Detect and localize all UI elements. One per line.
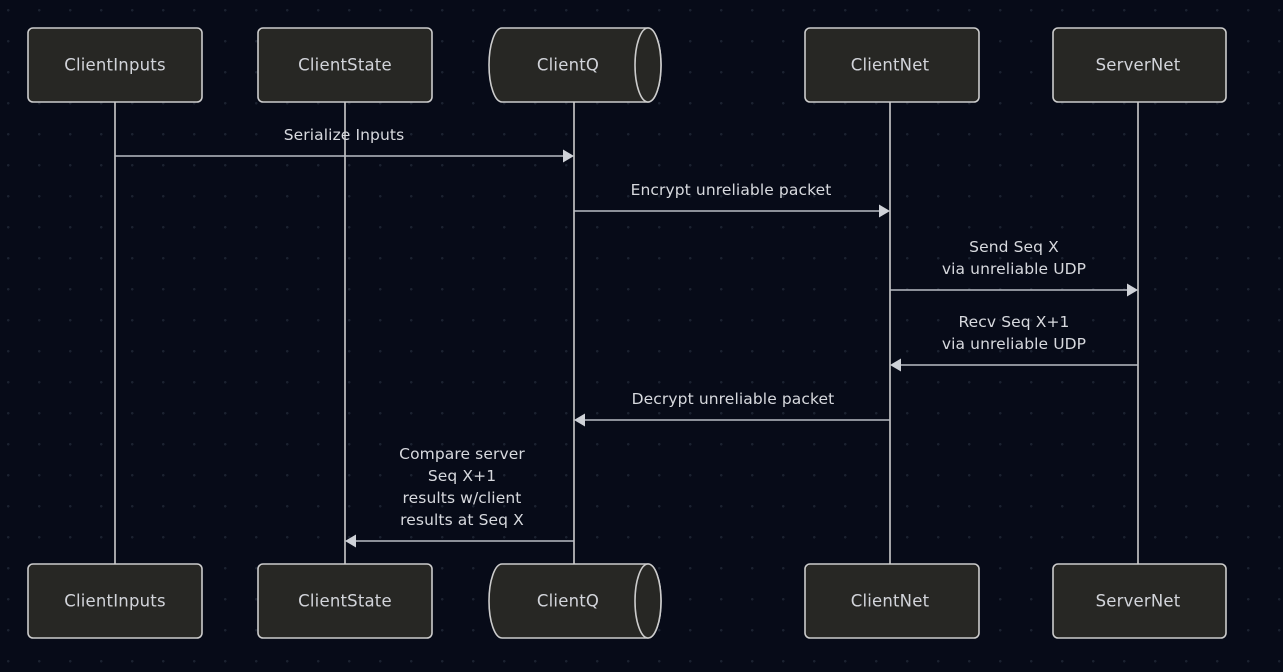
actor-label-clientnet: ClientNet — [851, 56, 930, 75]
message-encrypt-unreliable-packet[interactable]: Encrypt unreliable packet — [574, 181, 890, 218]
actor-cylinder-cap — [634, 563, 662, 639]
actor-label-servernet: ServerNet — [1096, 56, 1181, 75]
actor-clientnet-bottom[interactable]: ClientNet — [804, 563, 980, 639]
actor-label-servernet: ServerNet — [1096, 592, 1181, 611]
actor-label-clientq: ClientQ — [537, 592, 599, 611]
actor-shape-rect — [1052, 27, 1227, 103]
actor-servernet-top[interactable]: ServerNet — [1052, 27, 1227, 103]
actor-label-clientinputs: ClientInputs — [64, 592, 166, 611]
actor-label-clientstate: ClientState — [298, 56, 392, 75]
message-label-line: Encrypt unreliable packet — [631, 181, 832, 199]
message-arrowhead — [890, 358, 901, 372]
actor-clientq-bottom[interactable]: ClientQ — [488, 563, 662, 639]
message-arrowhead — [345, 534, 356, 548]
actor-shape-rect — [804, 27, 980, 103]
message-arrowhead — [879, 204, 890, 218]
message-serialize-inputs[interactable]: Serialize Inputs — [115, 126, 574, 163]
actor-label-clientstate: ClientState — [298, 592, 392, 611]
message-arrowhead — [574, 413, 585, 427]
message-label-line: Seq X+1 — [428, 467, 496, 485]
actor-clientinputs-bottom[interactable]: ClientInputs — [27, 563, 203, 639]
actor-shape-rect — [27, 563, 203, 639]
message-label-line: via unreliable UDP — [942, 335, 1086, 353]
message-label-line: via unreliable UDP — [942, 260, 1086, 278]
actor-clientinputs-top[interactable]: ClientInputs — [27, 27, 203, 103]
message-label-line: results w/client — [403, 489, 522, 507]
message-label-line: Recv Seq X+1 — [958, 313, 1069, 331]
actor-clientstate-bottom[interactable]: ClientState — [257, 563, 433, 639]
message-label-line: Send Seq X — [969, 238, 1059, 256]
actor-shape-rect — [257, 27, 433, 103]
actor-shape-rect — [804, 563, 980, 639]
actor-shape-rect — [27, 27, 203, 103]
message-label-line: results at Seq X — [400, 511, 524, 529]
actor-clientstate-top[interactable]: ClientState — [257, 27, 433, 103]
message-label-line: Serialize Inputs — [284, 126, 405, 144]
actor-label-clientq: ClientQ — [537, 56, 599, 75]
message-arrowhead — [563, 149, 574, 163]
message-arrowhead — [1127, 283, 1138, 297]
actor-label-clientnet: ClientNet — [851, 592, 930, 611]
actor-shape-rect — [1052, 563, 1227, 639]
actor-servernet-bottom[interactable]: ServerNet — [1052, 563, 1227, 639]
actor-cylinder-cap — [634, 27, 662, 103]
message-decrypt-unreliable-packet[interactable]: Decrypt unreliable packet — [574, 390, 890, 427]
message-label-line: Decrypt unreliable packet — [632, 390, 835, 408]
actor-label-clientinputs: ClientInputs — [64, 56, 166, 75]
message-send-seq-x[interactable]: Send Seq X via unreliable UDP — [890, 238, 1138, 297]
actor-shape-rect — [257, 563, 433, 639]
message-label-line: Compare server — [399, 445, 525, 463]
message-recv-seq-x-plus-1[interactable]: Recv Seq X+1 via unreliable UDP — [890, 313, 1138, 372]
actor-clientnet-top[interactable]: ClientNet — [804, 27, 980, 103]
actor-clientq-top[interactable]: ClientQ — [488, 27, 662, 103]
